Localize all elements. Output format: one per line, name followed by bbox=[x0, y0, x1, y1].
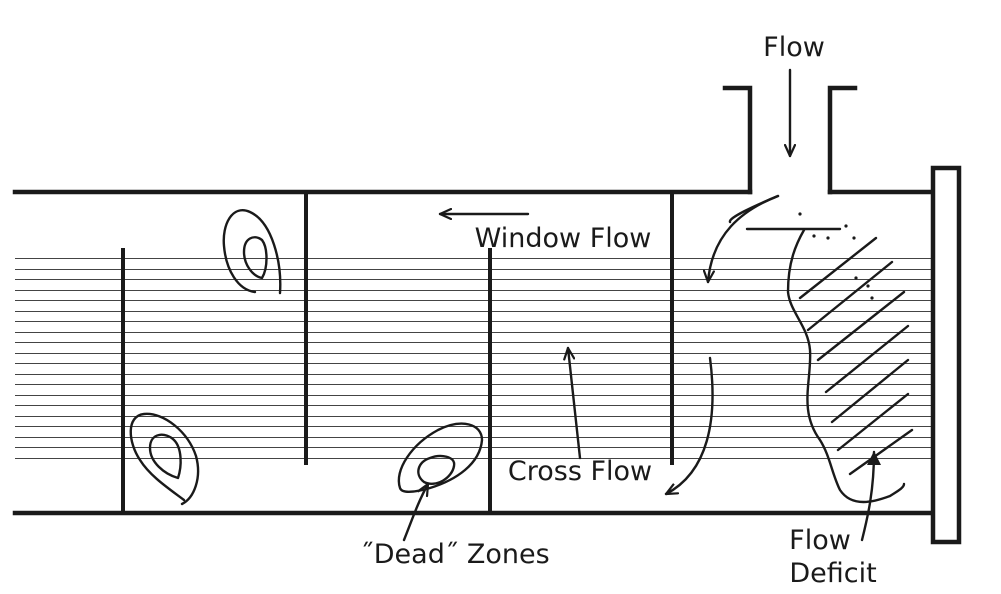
bottom-turn-arrow bbox=[664, 356, 714, 496]
dead-zone-vortex-2 bbox=[129, 412, 200, 506]
droplet-dot bbox=[844, 224, 848, 228]
hatch-1 bbox=[798, 236, 878, 300]
dead-zone-vortex-1 bbox=[222, 209, 282, 295]
droplet-dot bbox=[812, 234, 816, 238]
dead-zone-vortex-3 bbox=[397, 422, 484, 493]
droplet-dot bbox=[852, 236, 856, 240]
hatch-6 bbox=[836, 392, 910, 452]
flow-deficit-boundary bbox=[728, 194, 906, 504]
dead-zone-vortices bbox=[129, 209, 484, 506]
hatch-5 bbox=[830, 358, 910, 424]
droplet-dot bbox=[870, 296, 874, 300]
hatch-2 bbox=[806, 260, 894, 332]
droplet-dot bbox=[826, 236, 830, 240]
droplet-dot bbox=[798, 212, 802, 216]
cross-flow-arrow bbox=[568, 346, 582, 460]
droplet-dot bbox=[866, 284, 870, 288]
hatch-4 bbox=[824, 324, 910, 394]
inlet-nozzle bbox=[722, 85, 858, 195]
window-flow-label: Window Flow bbox=[475, 223, 652, 254]
dead-zones-label: ˝Dead˝ Zones bbox=[360, 539, 549, 570]
flow-deficit-region bbox=[728, 194, 914, 504]
baffles bbox=[121, 192, 674, 513]
cross-flow-label: Cross Flow bbox=[508, 456, 652, 487]
droplet-dot bbox=[854, 276, 858, 280]
nozzle-right-wall bbox=[827, 85, 858, 195]
dead-zone-pointer-arrow bbox=[402, 482, 430, 542]
flow-label: Flow bbox=[763, 32, 825, 63]
labels: Flow Window Flow Cross Flow ˝Dead˝ Zones… bbox=[360, 32, 876, 589]
flow-deficit-label-line1: Flow bbox=[789, 525, 851, 556]
nozzle-left-wall bbox=[722, 85, 753, 195]
tube-bundle bbox=[15, 258, 933, 459]
hatch-3 bbox=[816, 290, 906, 362]
hatch-7 bbox=[848, 428, 914, 476]
tube-sheet bbox=[930, 165, 962, 545]
shell bbox=[12, 165, 962, 545]
flow-deficit-label-line2: Deficit bbox=[789, 558, 876, 589]
